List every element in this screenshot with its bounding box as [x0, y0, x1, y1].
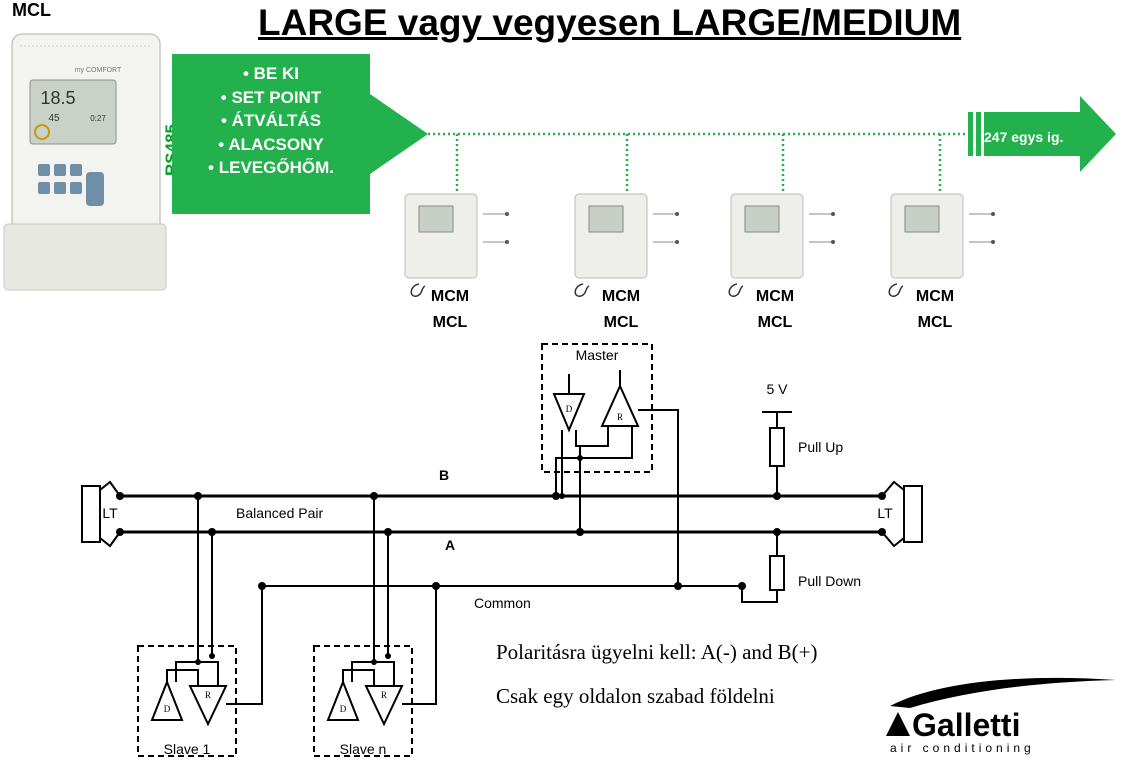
master-receiver-label: R — [617, 412, 623, 422]
unit-label-line2: MCL — [432, 314, 468, 331]
function-item: • LEVEGŐHŐM. — [208, 158, 334, 177]
function-list: • BE KI • SET POINT • ÁTVÁLTÁS • ALACSON… — [176, 62, 366, 180]
logo-tagline: air conditioning — [890, 741, 1035, 755]
unit-label-line2: MCL — [603, 314, 639, 331]
thermostat-3 — [730, 193, 835, 279]
unit-count-label: 247 egys ig. — [984, 129, 1064, 145]
master-receiver — [600, 383, 640, 427]
sensor-cable-icons — [410, 283, 904, 297]
thermostat-units — [404, 193, 995, 279]
ground-note: Csak egy oldalon szabad földelni — [496, 684, 775, 708]
line-b-label: B — [439, 467, 449, 483]
common-label: Common — [474, 595, 531, 611]
unit-label-line2: MCL — [757, 314, 793, 331]
controller-brand: my COMFORT — [75, 67, 122, 74]
thermostat-1 — [404, 193, 509, 279]
slave-n-receiver — [364, 685, 404, 727]
unit-label-4: MCM MCL — [900, 284, 970, 336]
polarity-note: Polaritásra ügyelni kell: A(-) and B(+) — [496, 640, 818, 664]
pull-up-resistor — [769, 427, 785, 467]
functions-arrow — [172, 54, 428, 214]
unit-label-line1: MCM — [601, 288, 641, 305]
balanced-pair-label: Balanced Pair — [236, 505, 324, 521]
right-terminator-label: LT — [877, 505, 893, 521]
slave-n-driver-label: D — [340, 704, 347, 714]
rs485-schematic: Master D R 5 V Pull Up Pull Down B A Bal… — [81, 343, 923, 757]
slave-1-driver-label: D — [164, 704, 171, 714]
unit-label-line1: MCM — [915, 288, 955, 305]
function-item: • ÁTVÁLTÁS — [220, 111, 322, 130]
function-item: • BE KI — [242, 64, 299, 83]
supply-label: 5 V — [766, 381, 788, 397]
right-terminator — [903, 485, 923, 543]
master-driver-label: D — [566, 404, 573, 414]
end-arrow — [984, 96, 1116, 172]
corner-label: MCL — [12, 0, 51, 20]
unit-label-2: MCM MCL — [586, 284, 656, 336]
pull-down-label: Pull Down — [798, 573, 861, 589]
bus-arrows — [172, 54, 1116, 214]
line-a-label: A — [445, 537, 455, 553]
controller-temp: 18.5 — [40, 88, 75, 108]
function-item: • ALACSONY — [218, 134, 324, 154]
thermostat-4 — [890, 193, 995, 279]
slave-1-receiver-label: R — [205, 690, 211, 700]
slave-1-label: Slave 1 — [164, 741, 211, 757]
slave-1-driver — [150, 679, 184, 721]
slave-1-receiver — [188, 685, 228, 727]
function-item: • SET POINT — [220, 87, 322, 107]
pull-down-resistor — [769, 555, 785, 591]
left-terminator — [81, 485, 101, 543]
controller-hum: 45 — [48, 113, 60, 124]
slave-n-driver — [326, 679, 360, 721]
thermostat-2 — [574, 193, 679, 279]
slave-n-label: Slave n — [340, 741, 387, 757]
logo-wordmark: Galletti — [912, 707, 1020, 743]
left-terminator-label: LT — [102, 505, 118, 521]
unit-label-line1: MCM — [755, 288, 795, 305]
controller-time: 0:27 — [90, 114, 106, 123]
slave-1-box — [137, 645, 237, 757]
page-title: LARGE vagy vegyesen LARGE/MEDIUM — [258, 2, 962, 43]
galletti-logo: Galletti air conditioning — [886, 677, 1116, 755]
slave-n-receiver-label: R — [381, 690, 387, 700]
unit-label-3: MCM MCL — [740, 284, 810, 336]
unit-label-1: MCM MCL — [415, 284, 485, 336]
slave-n-box — [313, 645, 413, 757]
unit-label-line1: MCM — [430, 288, 470, 305]
pull-up-label: Pull Up — [798, 439, 843, 455]
unit-label-line2: MCL — [917, 314, 953, 331]
master-box — [541, 343, 653, 473]
master-label: Master — [576, 347, 619, 363]
mcl-controller-image: my COMFORT 18.5 45 0:27 — [3, 33, 167, 291]
